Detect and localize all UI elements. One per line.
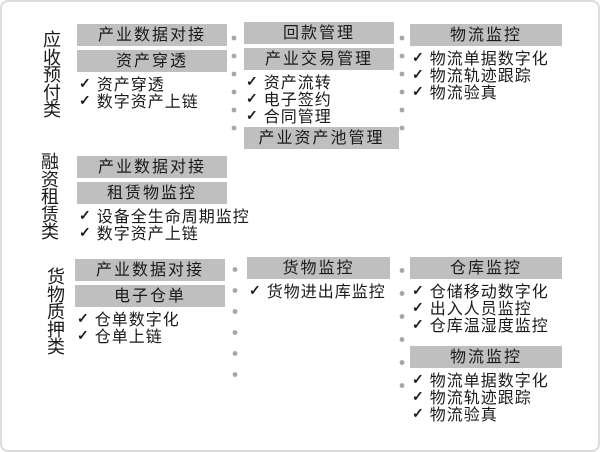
- check-item: ✓ 设备全生命周期监控: [79, 208, 249, 225]
- check-icon: ✓: [77, 311, 89, 327]
- column-g3-goods-monitoring: 货物监控 ✓ 货物进出库监控: [247, 257, 390, 300]
- check-item: ✓ 资产流转: [246, 74, 394, 91]
- dotted-separator-icon: [399, 29, 405, 137]
- check-icon: ✓: [79, 225, 91, 241]
- check-list: ✓ 仓储移动数字化 ✓ 出入人员监控 ✓ 仓库温湿度监控: [410, 283, 562, 334]
- check-item-label: 仓库温湿度监控: [429, 316, 549, 335]
- check-list: ✓ 资产流转 ✓ 电子签约 ✓ 合同管理: [244, 74, 394, 125]
- header-box: 电子仓单: [75, 285, 225, 307]
- check-icon: ✓: [412, 406, 424, 422]
- column-g3-warehouse-receipt: 产业数据对接 电子仓单 ✓ 仓单数字化 ✓ 仓单上链: [75, 259, 225, 345]
- check-list: ✓ 仓单数字化 ✓ 仓单上链: [75, 311, 225, 345]
- check-item: ✓ 物流轨迹跟踪: [412, 389, 562, 406]
- check-item-label: 资产穿透: [96, 75, 165, 94]
- header-box: 产业数据对接: [77, 156, 227, 178]
- check-item: ✓ 物流轨迹跟踪: [412, 67, 562, 84]
- check-list: ✓ 设备全生命周期监控 ✓ 数字资产上链: [77, 208, 249, 242]
- check-icon: ✓: [412, 300, 424, 316]
- header-box: 产业交易管理: [244, 48, 394, 70]
- dotted-separator-icon: [399, 259, 405, 397]
- check-item-label: 数字资产上链: [96, 224, 199, 243]
- check-item: ✓ 物流单据数字化: [412, 50, 562, 67]
- check-icon: ✓: [412, 67, 424, 83]
- group-label-finance-leasing: 融资租赁类: [41, 152, 59, 243]
- header-box: 产业数据对接: [77, 24, 227, 46]
- check-item: ✓ 仓储移动数字化: [412, 283, 562, 300]
- header-box: 货物监控: [247, 257, 390, 279]
- check-item-label: 仓单上链: [94, 327, 163, 346]
- check-item: ✓ 资产穿透: [79, 76, 227, 93]
- check-icon: ✓: [412, 372, 424, 388]
- header-box: 产业数据对接: [75, 259, 225, 281]
- check-item-label: 物流轨迹跟踪: [429, 66, 532, 85]
- check-item-label: 物流轨迹跟踪: [429, 388, 532, 407]
- header-box: 回款管理: [244, 22, 394, 44]
- check-icon: ✓: [412, 50, 424, 66]
- check-item: ✓ 电子签约: [246, 91, 394, 108]
- check-icon: ✓: [246, 108, 258, 124]
- check-icon: ✓: [79, 208, 91, 224]
- check-item: ✓ 物流单据数字化: [412, 372, 562, 389]
- check-item: ✓ 物流验真: [412, 84, 562, 101]
- check-icon: ✓: [412, 389, 424, 405]
- check-list: ✓ 货物进出库监控: [247, 283, 390, 300]
- column-g1-transaction: 回款管理 产业交易管理 ✓ 资产流转 ✓ 电子签约 ✓ 合同管理 产业资产池管理: [244, 22, 399, 153]
- group-label-goods-pledge: 货物质押类: [47, 267, 65, 358]
- check-item-label: 数字资产上链: [96, 92, 199, 111]
- header-box: 物流监控: [410, 346, 562, 368]
- check-list: ✓ 资产穿透 ✓ 数字资产上链: [77, 76, 227, 110]
- check-icon: ✓: [412, 317, 424, 333]
- column-g3-warehouse-logistics: 仓库监控 ✓ 仓储移动数字化 ✓ 出入人员监控 ✓ 仓库温湿度监控 物流监控 ✓…: [410, 257, 562, 423]
- check-icon: ✓: [246, 91, 258, 107]
- column-g1-logistics: 物流监控 ✓ 物流单据数字化 ✓ 物流轨迹跟踪 ✓ 物流验真: [410, 24, 562, 101]
- check-item-label: 资产流转: [263, 73, 332, 92]
- check-item: ✓ 出入人员监控: [412, 300, 562, 317]
- check-item: ✓ 仓单数字化: [77, 311, 225, 328]
- check-item-label: 仓单数字化: [94, 310, 180, 329]
- check-item-label: 出入人员监控: [429, 299, 532, 318]
- check-list: ✓ 物流单据数字化 ✓ 物流轨迹跟踪 ✓ 物流验真: [410, 50, 562, 101]
- check-item-label: 物流单据数字化: [429, 371, 549, 390]
- check-item: ✓ 仓库温湿度监控: [412, 317, 562, 334]
- check-item-label: 物流单据数字化: [429, 49, 549, 68]
- check-item-label: 物流验真: [429, 405, 498, 424]
- check-item: ✓ 货物进出库监控: [249, 283, 390, 300]
- check-icon: ✓: [79, 93, 91, 109]
- check-list: ✓ 物流单据数字化 ✓ 物流轨迹跟踪 ✓ 物流验真: [410, 372, 562, 423]
- column-g1-industry-data: 产业数据对接 资产穿透 ✓ 资产穿透 ✓ 数字资产上链: [77, 24, 227, 110]
- header-box: 仓库监控: [410, 257, 562, 279]
- column-g2-leasing: 产业数据对接 租赁物监控 ✓ 设备全生命周期监控 ✓ 数字资产上链: [77, 156, 249, 242]
- header-box: 租赁物监控: [77, 182, 227, 204]
- check-item-label: 电子签约: [263, 90, 332, 109]
- dotted-separator-icon: [231, 29, 237, 137]
- check-item-label: 货物进出库监控: [266, 282, 386, 301]
- dotted-separator-icon: [232, 259, 238, 385]
- check-icon: ✓: [412, 84, 424, 100]
- header-box: 物流监控: [410, 24, 562, 46]
- check-item-label: 合同管理: [263, 107, 332, 126]
- group-label-receivables-prepayment: 应收预付类: [43, 30, 61, 121]
- check-item-label: 物流验真: [429, 83, 498, 102]
- check-item-label: 设备全生命周期监控: [96, 207, 250, 226]
- check-item: ✓ 仓单上链: [77, 328, 225, 345]
- header-box: 资产穿透: [77, 50, 227, 72]
- check-item: ✓ 数字资产上链: [79, 93, 227, 110]
- check-icon: ✓: [249, 283, 261, 299]
- check-item-label: 仓储移动数字化: [429, 282, 549, 301]
- check-icon: ✓: [79, 76, 91, 92]
- check-icon: ✓: [412, 283, 424, 299]
- check-item: ✓ 物流验真: [412, 406, 562, 423]
- header-box: 产业资产池管理: [244, 127, 399, 149]
- check-item: ✓ 数字资产上链: [79, 225, 227, 242]
- check-icon: ✓: [246, 74, 258, 90]
- check-icon: ✓: [77, 328, 89, 344]
- check-item: ✓ 合同管理: [246, 108, 394, 125]
